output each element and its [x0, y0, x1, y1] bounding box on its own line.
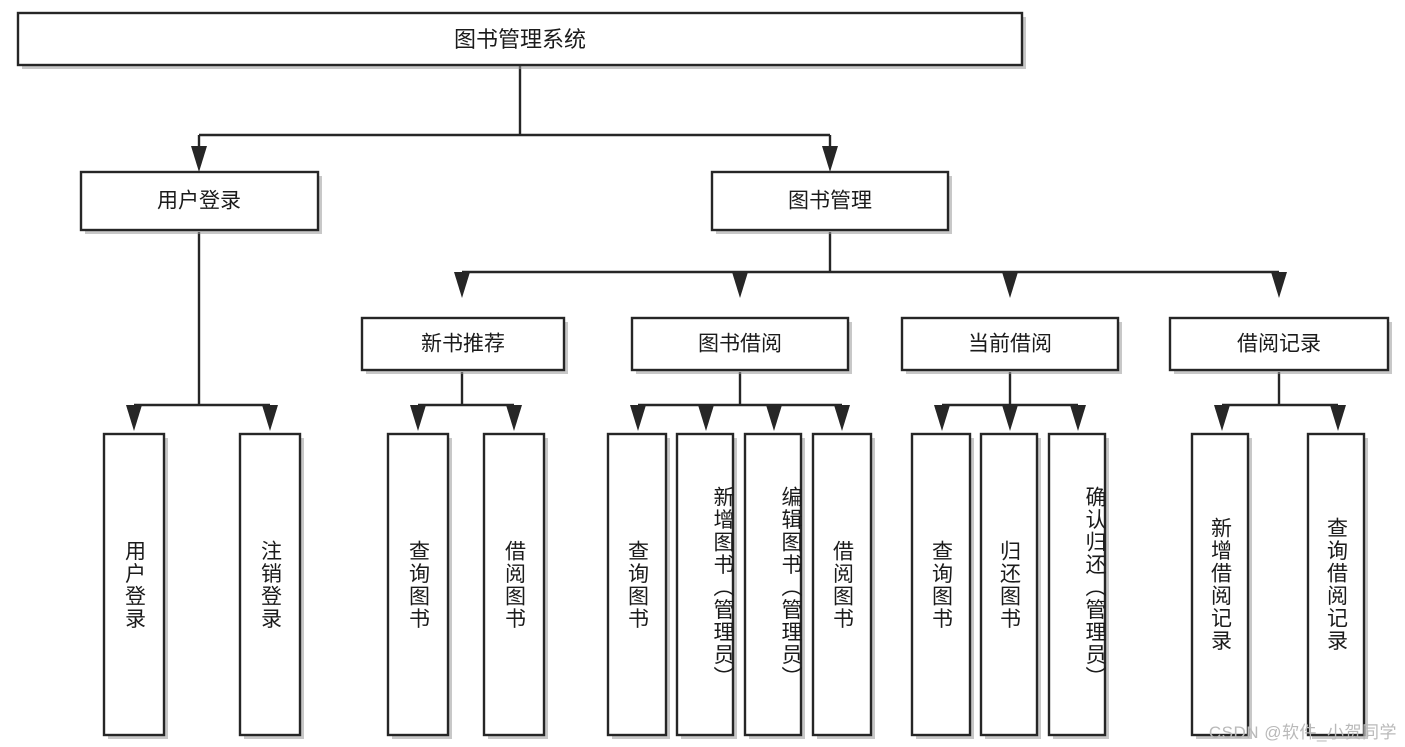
node-current-borrow-label: 当前借阅	[968, 333, 1052, 356]
arrow-book-borrow	[732, 272, 748, 298]
connector-layer	[126, 65, 1346, 431]
node-leaf-record-add-box[interactable]	[1190, 432, 1250, 737]
arrow-leaf-rec-query	[410, 405, 426, 431]
node-layer: 图书管理系统 用户登录 图书管理 新书推荐 图书借阅 当前借阅	[16, 11, 1392, 739]
node-book-manage-box[interactable]	[710, 170, 950, 232]
node-leaf-borrow-edit-box[interactable]	[743, 432, 803, 737]
node-new-book-rec-box[interactable]	[360, 316, 566, 372]
arrow-leaf-rec-borrow	[506, 405, 522, 431]
node-user-login-label: 用户登录	[157, 190, 241, 213]
node-book-borrow-label: 图书借阅	[698, 333, 782, 356]
arrow-leaf-borrow-edit	[766, 405, 782, 431]
node-root-box[interactable]	[16, 11, 1024, 67]
node-leaf-rec-borrow-box[interactable]	[482, 432, 546, 737]
node-user-login-box[interactable]	[79, 170, 320, 232]
node-new-book-rec-label: 新书推荐	[421, 333, 505, 356]
arrow-borrow-record	[1271, 272, 1287, 298]
node-leaf-borrow-add-box[interactable]	[675, 432, 735, 737]
node-leaf-current-confirm-box[interactable]	[1047, 432, 1107, 737]
arrow-leaf-borrow-add	[698, 405, 714, 431]
arrow-user-login	[191, 146, 207, 172]
node-book-borrow-box[interactable]	[630, 316, 850, 372]
node-leaf-borrow-query-box[interactable]	[606, 432, 668, 737]
node-book-manage-label: 图书管理	[788, 190, 872, 213]
node-current-borrow-box[interactable]	[900, 316, 1120, 372]
node-leaf-user-login-box[interactable]	[102, 432, 166, 737]
arrow-new-book-rec	[454, 272, 470, 298]
node-borrow-record-label: 借阅记录	[1237, 333, 1321, 356]
node-leaf-user-logout-box[interactable]	[238, 432, 302, 737]
node-leaf-borrow-do-box[interactable]	[811, 432, 873, 737]
node-leaf-record-query-box[interactable]	[1306, 432, 1366, 737]
node-leaf-current-query-box[interactable]	[910, 432, 972, 737]
arrow-leaf-record-add	[1214, 405, 1230, 431]
arrow-leaf-user-logout	[262, 405, 278, 431]
arrow-leaf-current-return	[1002, 405, 1018, 431]
arrow-leaf-current-confirm	[1070, 405, 1086, 431]
node-root-label: 图书管理系统	[454, 27, 586, 52]
node-leaf-current-return-box[interactable]	[979, 432, 1039, 737]
arrow-leaf-user-login	[126, 405, 142, 431]
arrow-leaf-current-query	[934, 405, 950, 431]
arrow-book-manage	[822, 146, 838, 172]
arrow-leaf-record-query	[1330, 405, 1346, 431]
node-borrow-record-box[interactable]	[1168, 316, 1390, 372]
arrow-leaf-borrow-query	[630, 405, 646, 431]
arrow-current-borrow	[1002, 272, 1018, 298]
arrow-leaf-borrow-do	[834, 405, 850, 431]
node-leaf-rec-query-box[interactable]	[386, 432, 450, 737]
csdn-watermark: CSDN @软件_小贺同学	[1208, 723, 1397, 742]
